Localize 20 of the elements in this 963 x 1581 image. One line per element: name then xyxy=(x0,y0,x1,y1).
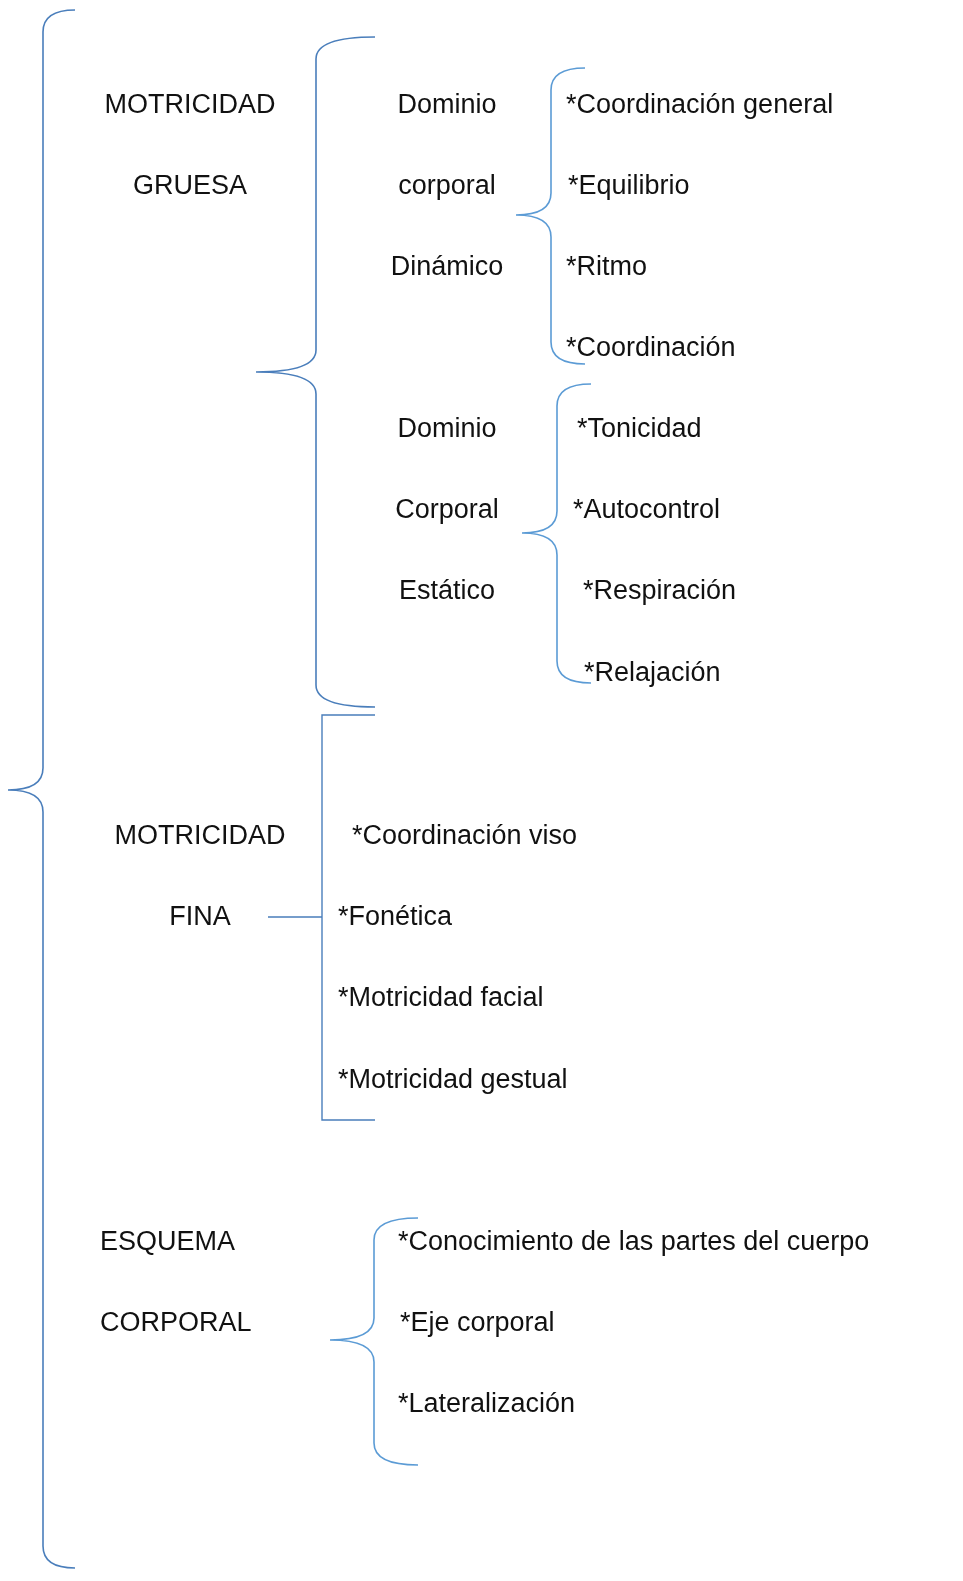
item-label: *Fonética xyxy=(338,899,453,933)
item-label: *Eje corporal xyxy=(400,1305,555,1339)
item-label: *Coordinación xyxy=(566,330,736,364)
item-label: *Respiración xyxy=(583,573,737,607)
category-label: Dominio corporal Dinámico xyxy=(389,87,505,283)
category-label: ESQUEMA CORPORAL xyxy=(100,1224,253,1339)
item-label: *Equilibrio xyxy=(568,168,690,202)
item-label: *Autocontrol xyxy=(573,492,721,526)
item-label: *Coordinación general xyxy=(566,87,834,121)
item-label: *Tonicidad xyxy=(577,411,702,445)
item-label: *Relajación xyxy=(584,655,721,689)
item-label: *Conocimiento de las partes del cuerpo xyxy=(398,1224,870,1258)
category-label: MOTRICIDAD GRUESA xyxy=(103,87,277,202)
item-label: *Motricidad gestual xyxy=(338,1062,568,1096)
item-label: *Lateralización xyxy=(398,1386,576,1420)
item-label: *Ritmo xyxy=(566,249,647,283)
category-label: MOTRICIDAD FINA xyxy=(113,818,287,933)
item-label: *Coordinación viso xyxy=(352,818,578,852)
category-label: Dominio Corporal Estático xyxy=(394,411,500,607)
item-label: *Motricidad facial xyxy=(338,980,544,1014)
